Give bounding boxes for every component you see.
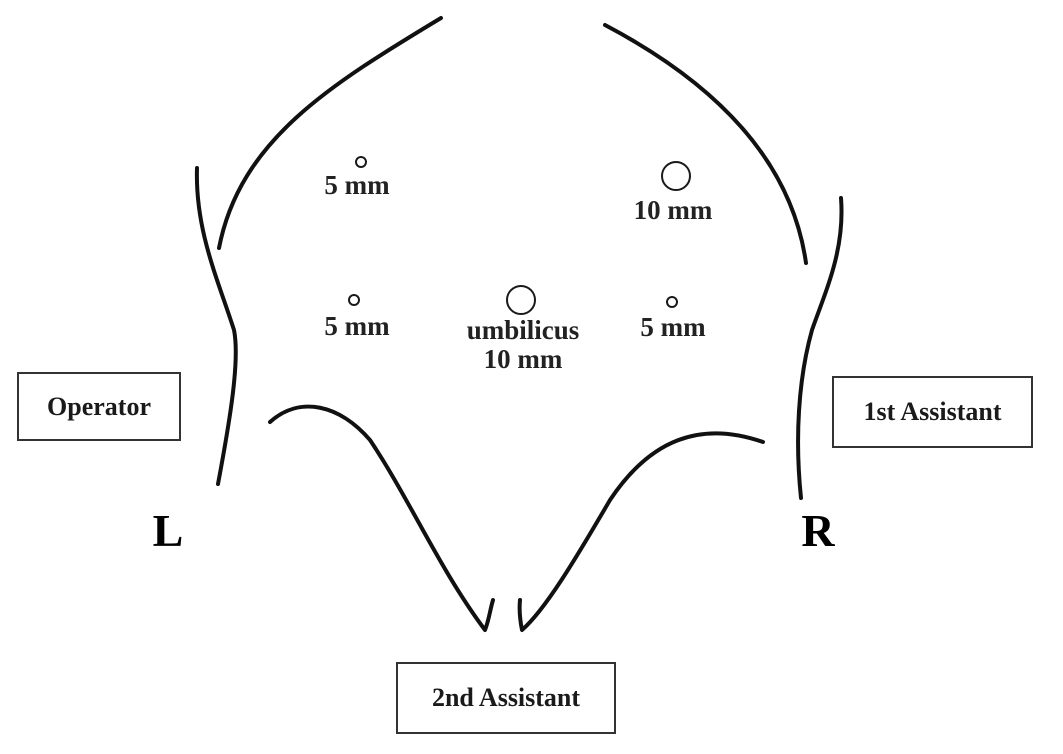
- port-right-lower: [666, 296, 678, 308]
- port-umbilicus-size: 10 mm: [484, 344, 563, 374]
- port-left-upper: [355, 156, 367, 168]
- right-side-letter: R: [801, 505, 835, 556]
- operator-label: Operator: [47, 391, 151, 421]
- left-rib-line: [217, 16, 443, 250]
- port-umbilicus: [506, 285, 536, 315]
- port-left-lower: [348, 294, 360, 306]
- left-flank-line: [194, 166, 238, 486]
- port-right-upper-label: 10 mm: [634, 195, 713, 225]
- port-left-upper-label: 5 mm: [324, 170, 390, 200]
- right-rib-line: [603, 23, 808, 265]
- operator-box: Operator: [17, 372, 181, 441]
- right-groin-line: [517, 431, 765, 632]
- abdomen-outline: [194, 16, 844, 632]
- right-flank-line: [796, 196, 844, 500]
- left-groin-line: [268, 404, 495, 632]
- port-right-upper: [661, 161, 691, 191]
- port-right-lower-label: 5 mm: [640, 312, 706, 342]
- left-side-letter: L: [153, 505, 184, 556]
- ports: 5 mm 10 mm 5 mm umbilicus 10 mm 5 mm: [324, 156, 713, 374]
- first-assistant-box: 1st Assistant: [832, 376, 1033, 448]
- first-assistant-label: 1st Assistant: [863, 397, 1002, 426]
- port-left-lower-label: 5 mm: [324, 311, 390, 341]
- port-umbilicus-name: umbilicus: [467, 315, 580, 345]
- second-assistant-label: 2nd Assistant: [431, 683, 581, 712]
- second-assistant-box: 2nd Assistant: [396, 662, 616, 734]
